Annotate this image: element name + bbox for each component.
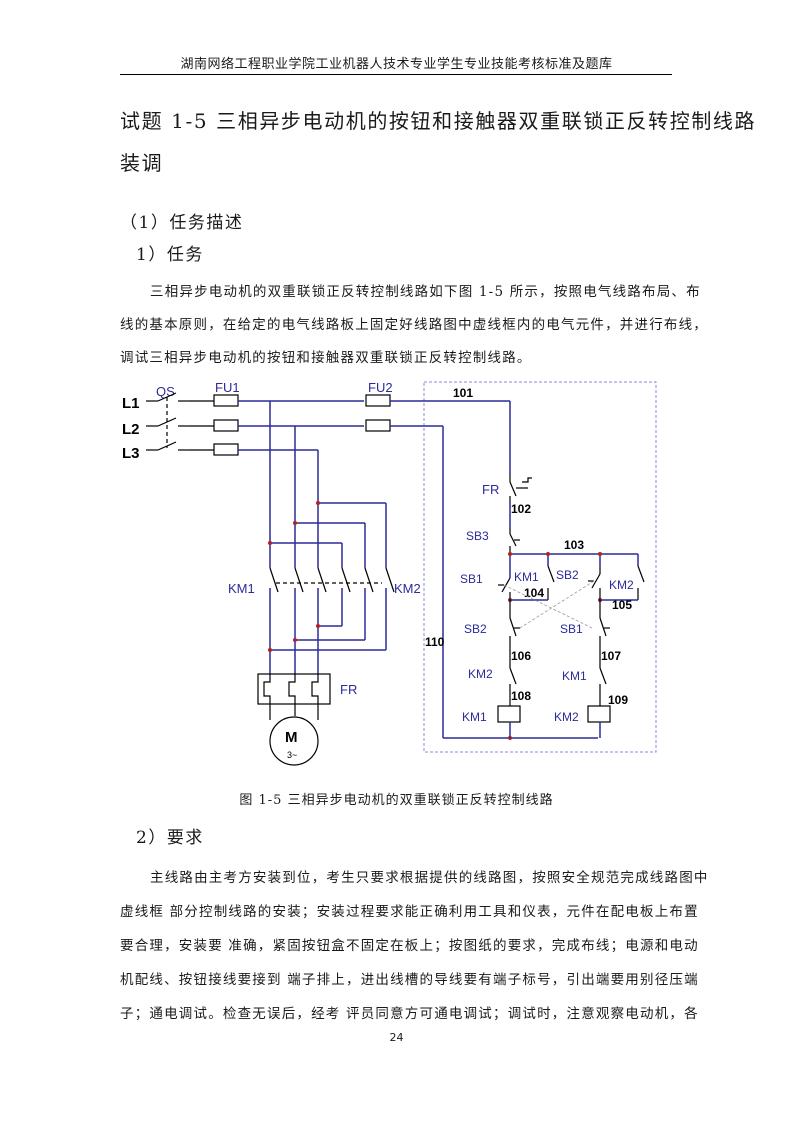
task-title-line2: 装调: [120, 151, 164, 175]
requirements-paragraph-line: 主线路由主考方安装到位，考生只要求根据提供的线路图，按照安全规范完成线路图中: [150, 870, 709, 886]
requirements-paragraph-line: 子；通电调试。检查无误后，经考 评员同意方可通电调试；调试时，注意观察电动机，各: [120, 1006, 699, 1022]
sb2-start-button: [588, 566, 601, 600]
section-heading-task-description: （1）任务描述: [120, 213, 244, 233]
sb2-mid-label: SB2: [464, 622, 487, 636]
km2-coil: [587, 705, 611, 723]
node-102-label: 102: [511, 502, 531, 516]
task-paragraph-line: 三相异步电动机的双重联锁正反转控制线路如下图 1-5 所示，按照电气线路布局、布: [150, 284, 701, 300]
fr-ctrl-label: FR: [482, 482, 499, 497]
km1-coil-label: KM1: [462, 710, 487, 724]
main-nodes: [268, 501, 320, 652]
km2-aux-label: KM2: [609, 578, 634, 592]
task-paragraph-line: 调试三相异步电动机的按钮和接触器双重联锁正反转控制线路。: [120, 350, 532, 366]
dashed-install-frame: [423, 381, 657, 753]
control-feed-wires: [390, 400, 598, 739]
node-107-label: 107: [601, 649, 621, 663]
phase-l1-label: L1: [122, 395, 140, 412]
interlock-links: [503, 580, 595, 629]
sb3-label: SB3: [466, 529, 489, 543]
requirements-paragraph-line: 机配线、按钮接线要接到 端子排上，进出线槽的导线要有端子标号，引出端要用别径压端: [120, 972, 699, 988]
sub-heading-requirements: 2）要求: [136, 828, 204, 848]
sb2-top-label: SB2: [556, 568, 579, 582]
km-nc-contacts: [509, 644, 607, 706]
km2-coil-label: KM2: [554, 710, 579, 724]
node-105-label: 105: [612, 598, 632, 612]
node-106-label: 106: [511, 649, 531, 663]
task-paragraph-line: 线的基本原则，在给定的电气线路板上固定好线路图中虚线框内的电气元件，并进行布线，: [120, 317, 708, 333]
phase-l2-label: L2: [122, 421, 140, 438]
fr-main-relay: [257, 673, 331, 705]
km2-self-hold-contact: [637, 565, 645, 600]
task-title-line1: 试题 1-5 三相异步电动机的按钮和接触器双重联锁正反转控制线路: [120, 109, 757, 133]
bus-wires: [238, 400, 364, 451]
sb2-nc-button: [509, 600, 520, 644]
km1-nc-label: KM1: [562, 669, 587, 683]
node-101-label: 101: [453, 386, 473, 400]
sb1-mid-label: SB1: [560, 622, 583, 636]
circuit-diagram: L1 L2 L3 QS FU1 FU2 101 110: [122, 380, 657, 766]
fu2-label: FU2: [368, 380, 393, 395]
motor-m-label: M: [285, 729, 298, 746]
header-rule: [120, 74, 672, 75]
page-number: 24: [389, 1031, 404, 1044]
node-103-label: 103: [564, 538, 584, 552]
fr-nc-contact: [509, 474, 532, 502]
requirements-paragraph-line: 虚线框 部分控制线路的安装；安装过程要求能正确利用工具和仪表，元件在配电板上布置: [120, 904, 699, 920]
fu1-fuses: [190, 394, 239, 456]
figure-caption: 图 1-5 三相异步电动机的双重联锁正反转控制线路: [239, 793, 554, 808]
qs-label: QS: [156, 384, 175, 399]
sb3-stop-button: [509, 528, 520, 554]
node-109-label: 109: [608, 693, 628, 707]
km1-main-label: KM1: [228, 581, 255, 596]
fr-main-label: FR: [340, 682, 357, 697]
fu2-fuses: [365, 394, 391, 432]
phase-l3-label: L3: [122, 445, 140, 462]
km1-self-hold-contact: [547, 565, 555, 600]
page-header: 湖南网络工程职业学院工业机器人技术专业学生专业技能考核标准及题库: [180, 57, 613, 72]
motor-symbol: [269, 716, 319, 766]
sub-heading-task: 1）任务: [136, 245, 204, 265]
km2-main-label: KM2: [394, 581, 421, 596]
sb1-top-label: SB1: [460, 572, 483, 586]
main-verticals: [269, 401, 387, 674]
km1-coil: [497, 705, 521, 723]
sb1-start-button: [498, 577, 511, 600]
fu1-label: FU1: [215, 380, 240, 395]
qs-switch: [146, 392, 190, 451]
requirements-paragraph-line: 要合理，安装要 准确，紧固按钮盒不固定在板上；按图纸的要求，完成布线；电源和电动: [120, 938, 699, 954]
node-110-label: 110: [425, 635, 445, 649]
motor-phase-label: 3~: [287, 750, 297, 760]
node-104-label: 104: [524, 586, 544, 600]
km1-aux-label: KM1: [514, 570, 539, 584]
km2-nc-label: KM2: [468, 667, 493, 681]
sb1-nc-button: [599, 600, 610, 644]
main-contacts: [269, 567, 395, 593]
node-108-label: 108: [511, 689, 531, 703]
